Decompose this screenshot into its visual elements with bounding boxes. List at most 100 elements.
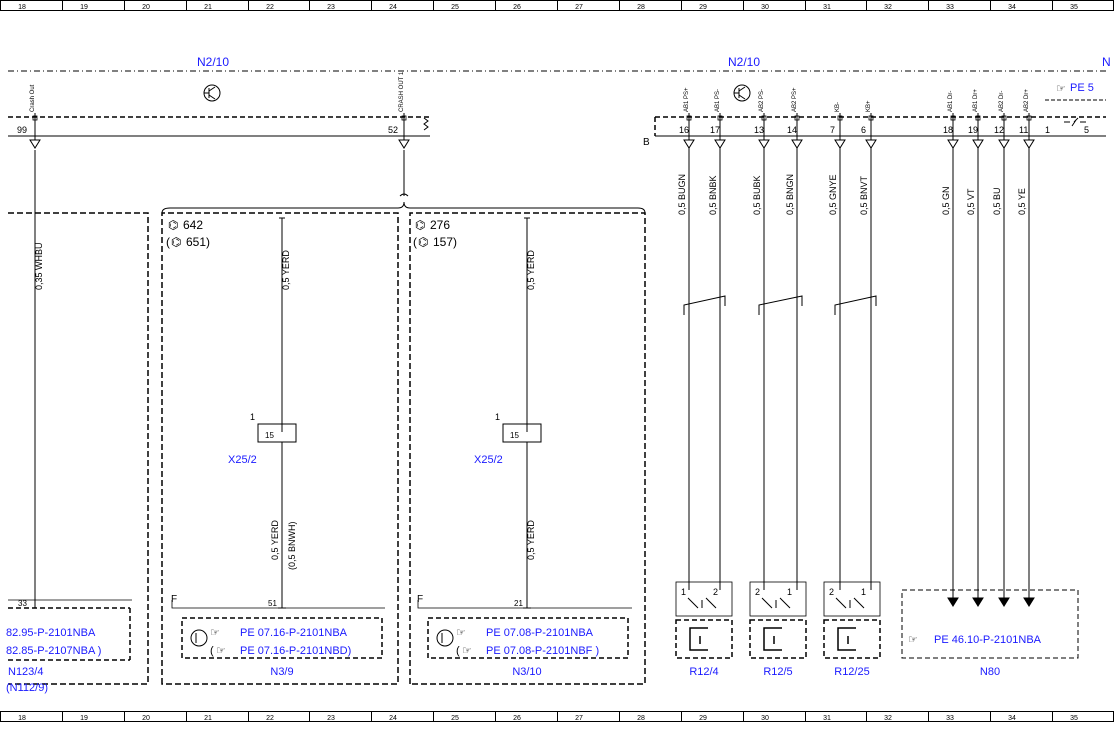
svg-text:R12/4: R12/4 bbox=[689, 666, 718, 678]
grid-label: 33 bbox=[946, 4, 954, 11]
svg-text:CRASH OUT 1: CRASH OUT 1 bbox=[399, 71, 405, 112]
grid-label: 28 bbox=[637, 4, 645, 11]
grid-label: 22 bbox=[266, 715, 274, 722]
svg-text:11: 11 bbox=[1019, 125, 1028, 135]
arrow-icon bbox=[947, 597, 959, 607]
grid-label: 29 bbox=[699, 715, 707, 722]
svg-text:99: 99 bbox=[17, 125, 27, 135]
x25-right-name: X25/2 bbox=[474, 454, 503, 466]
x25-left-box bbox=[257, 423, 297, 443]
n310-ref2: PE 07.08-P-2101NBF ) bbox=[486, 645, 599, 657]
wire-label: 0,5 BUBK bbox=[752, 175, 762, 215]
grid-label: 34 bbox=[1008, 715, 1016, 722]
grid-label: 25 bbox=[451, 4, 459, 11]
twisted-pair-icon bbox=[834, 295, 877, 315]
pin-1: 1 bbox=[1045, 125, 1050, 135]
wire-label: 0,5 VT bbox=[966, 188, 976, 215]
wire-break bbox=[399, 193, 409, 197]
grid-label: 20 bbox=[142, 4, 150, 11]
svg-text:AB2 PS-: AB2 PS- bbox=[759, 89, 765, 112]
n39-name: N3/9 bbox=[270, 666, 293, 678]
transistor-icon bbox=[190, 629, 208, 647]
module-title-far: N bbox=[1102, 55, 1111, 69]
grid-label: 35 bbox=[1070, 715, 1078, 722]
svg-text:12: 12 bbox=[994, 125, 1004, 135]
connector-label: B bbox=[643, 137, 650, 148]
engine-icon: ⌬ bbox=[171, 235, 181, 249]
svg-text:13: 13 bbox=[754, 125, 764, 135]
svg-text:AB1 Dr+: AB1 Dr+ bbox=[973, 89, 979, 112]
engine-icon: ⌬ bbox=[415, 218, 425, 232]
pin-7: 7KB- bbox=[830, 102, 846, 149]
n123-ref1: 82.95-P-2101NBA bbox=[6, 627, 96, 639]
grid-label: 27 bbox=[575, 715, 583, 722]
svg-text:R12/25: R12/25 bbox=[834, 666, 869, 678]
box-n39 bbox=[161, 212, 399, 685]
svg-text:1: 1 bbox=[861, 587, 866, 597]
pin-99: 99 Crash Out bbox=[17, 84, 41, 149]
n39-fuse: F bbox=[171, 594, 177, 605]
n80-ref: PE 46.10-P-2101NBA bbox=[934, 634, 1042, 646]
n39-ref1: PE 07.16-P-2101NBA bbox=[240, 627, 348, 639]
svg-text:Crash Out: Crash Out bbox=[30, 84, 36, 112]
n39-fuse-line bbox=[171, 600, 385, 609]
grid-label: 33 bbox=[946, 715, 954, 722]
grid-label: 23 bbox=[327, 715, 335, 722]
svg-text:6: 6 bbox=[861, 125, 866, 135]
arrow-icon bbox=[998, 597, 1010, 607]
n39-pointer-icon: ☞ bbox=[216, 645, 226, 657]
grid-label: 32 bbox=[884, 715, 892, 722]
svg-text:2: 2 bbox=[755, 587, 760, 597]
n80-pointer-icon: ☞ bbox=[908, 634, 918, 646]
n123-ref2: 82.85-P-2107NBA ) bbox=[6, 645, 101, 657]
n39-ref2-open: ( bbox=[210, 645, 214, 657]
wire-label: 0,5 GNYE bbox=[828, 174, 838, 215]
engine-code-right: ⌬ 276 ( ⌬ 157) bbox=[413, 218, 457, 249]
grid-label: 31 bbox=[823, 4, 831, 11]
grid-label: 26 bbox=[513, 4, 521, 11]
svg-text:KB+: KB+ bbox=[866, 100, 872, 112]
svg-text:(: ( bbox=[413, 235, 417, 249]
pin-5: 5 bbox=[1084, 125, 1089, 135]
n310-pin: 21 bbox=[514, 599, 523, 608]
svg-text:7: 7 bbox=[830, 125, 835, 135]
svg-text:17: 17 bbox=[710, 125, 720, 135]
svg-text:18: 18 bbox=[943, 125, 953, 135]
grid-label: 34 bbox=[1008, 4, 1016, 11]
n123-name2: (N112/9) bbox=[6, 682, 48, 694]
twisted-pair-icon bbox=[758, 295, 803, 315]
switch-symbol bbox=[1064, 117, 1086, 127]
engine-icon: ⌬ bbox=[418, 235, 428, 249]
ref-pointer-icon: ☞ bbox=[1056, 83, 1066, 95]
wire-label: 0,5 BU bbox=[992, 187, 1002, 215]
wire-label: 0,5 GN bbox=[941, 186, 951, 215]
grid-label: 31 bbox=[823, 715, 831, 722]
box-n123 bbox=[8, 212, 149, 685]
transistor-icon bbox=[436, 629, 454, 647]
grid-label: 20 bbox=[142, 715, 150, 722]
x25-right-pin: 15 bbox=[510, 431, 519, 440]
sensor-element-icon bbox=[689, 627, 708, 651]
wire-label-n39-bot-b: (0,5 BNWH) bbox=[287, 521, 297, 570]
shield-symbol bbox=[423, 117, 429, 131]
wire-label-n39-top: 0,5 YERD bbox=[281, 250, 291, 290]
grid-label: 35 bbox=[1070, 4, 1078, 11]
wire-n39-top bbox=[279, 217, 285, 412]
pin-13: 13 AB2 PS- bbox=[754, 89, 770, 149]
n39-pin: 51 bbox=[268, 599, 277, 608]
n80-name: N80 bbox=[980, 666, 1000, 678]
svg-text:5: 5 bbox=[1084, 125, 1089, 135]
svg-text:(: ( bbox=[166, 235, 170, 249]
twisted-pair-icon bbox=[683, 295, 726, 315]
n123-name: N123/4 bbox=[8, 666, 43, 678]
svg-text:2: 2 bbox=[829, 587, 834, 597]
arrow-icon bbox=[1023, 597, 1035, 607]
n310-ref2-open: ( bbox=[456, 645, 460, 657]
x25-left-pin: 15 bbox=[265, 431, 274, 440]
n310-box bbox=[427, 617, 629, 659]
